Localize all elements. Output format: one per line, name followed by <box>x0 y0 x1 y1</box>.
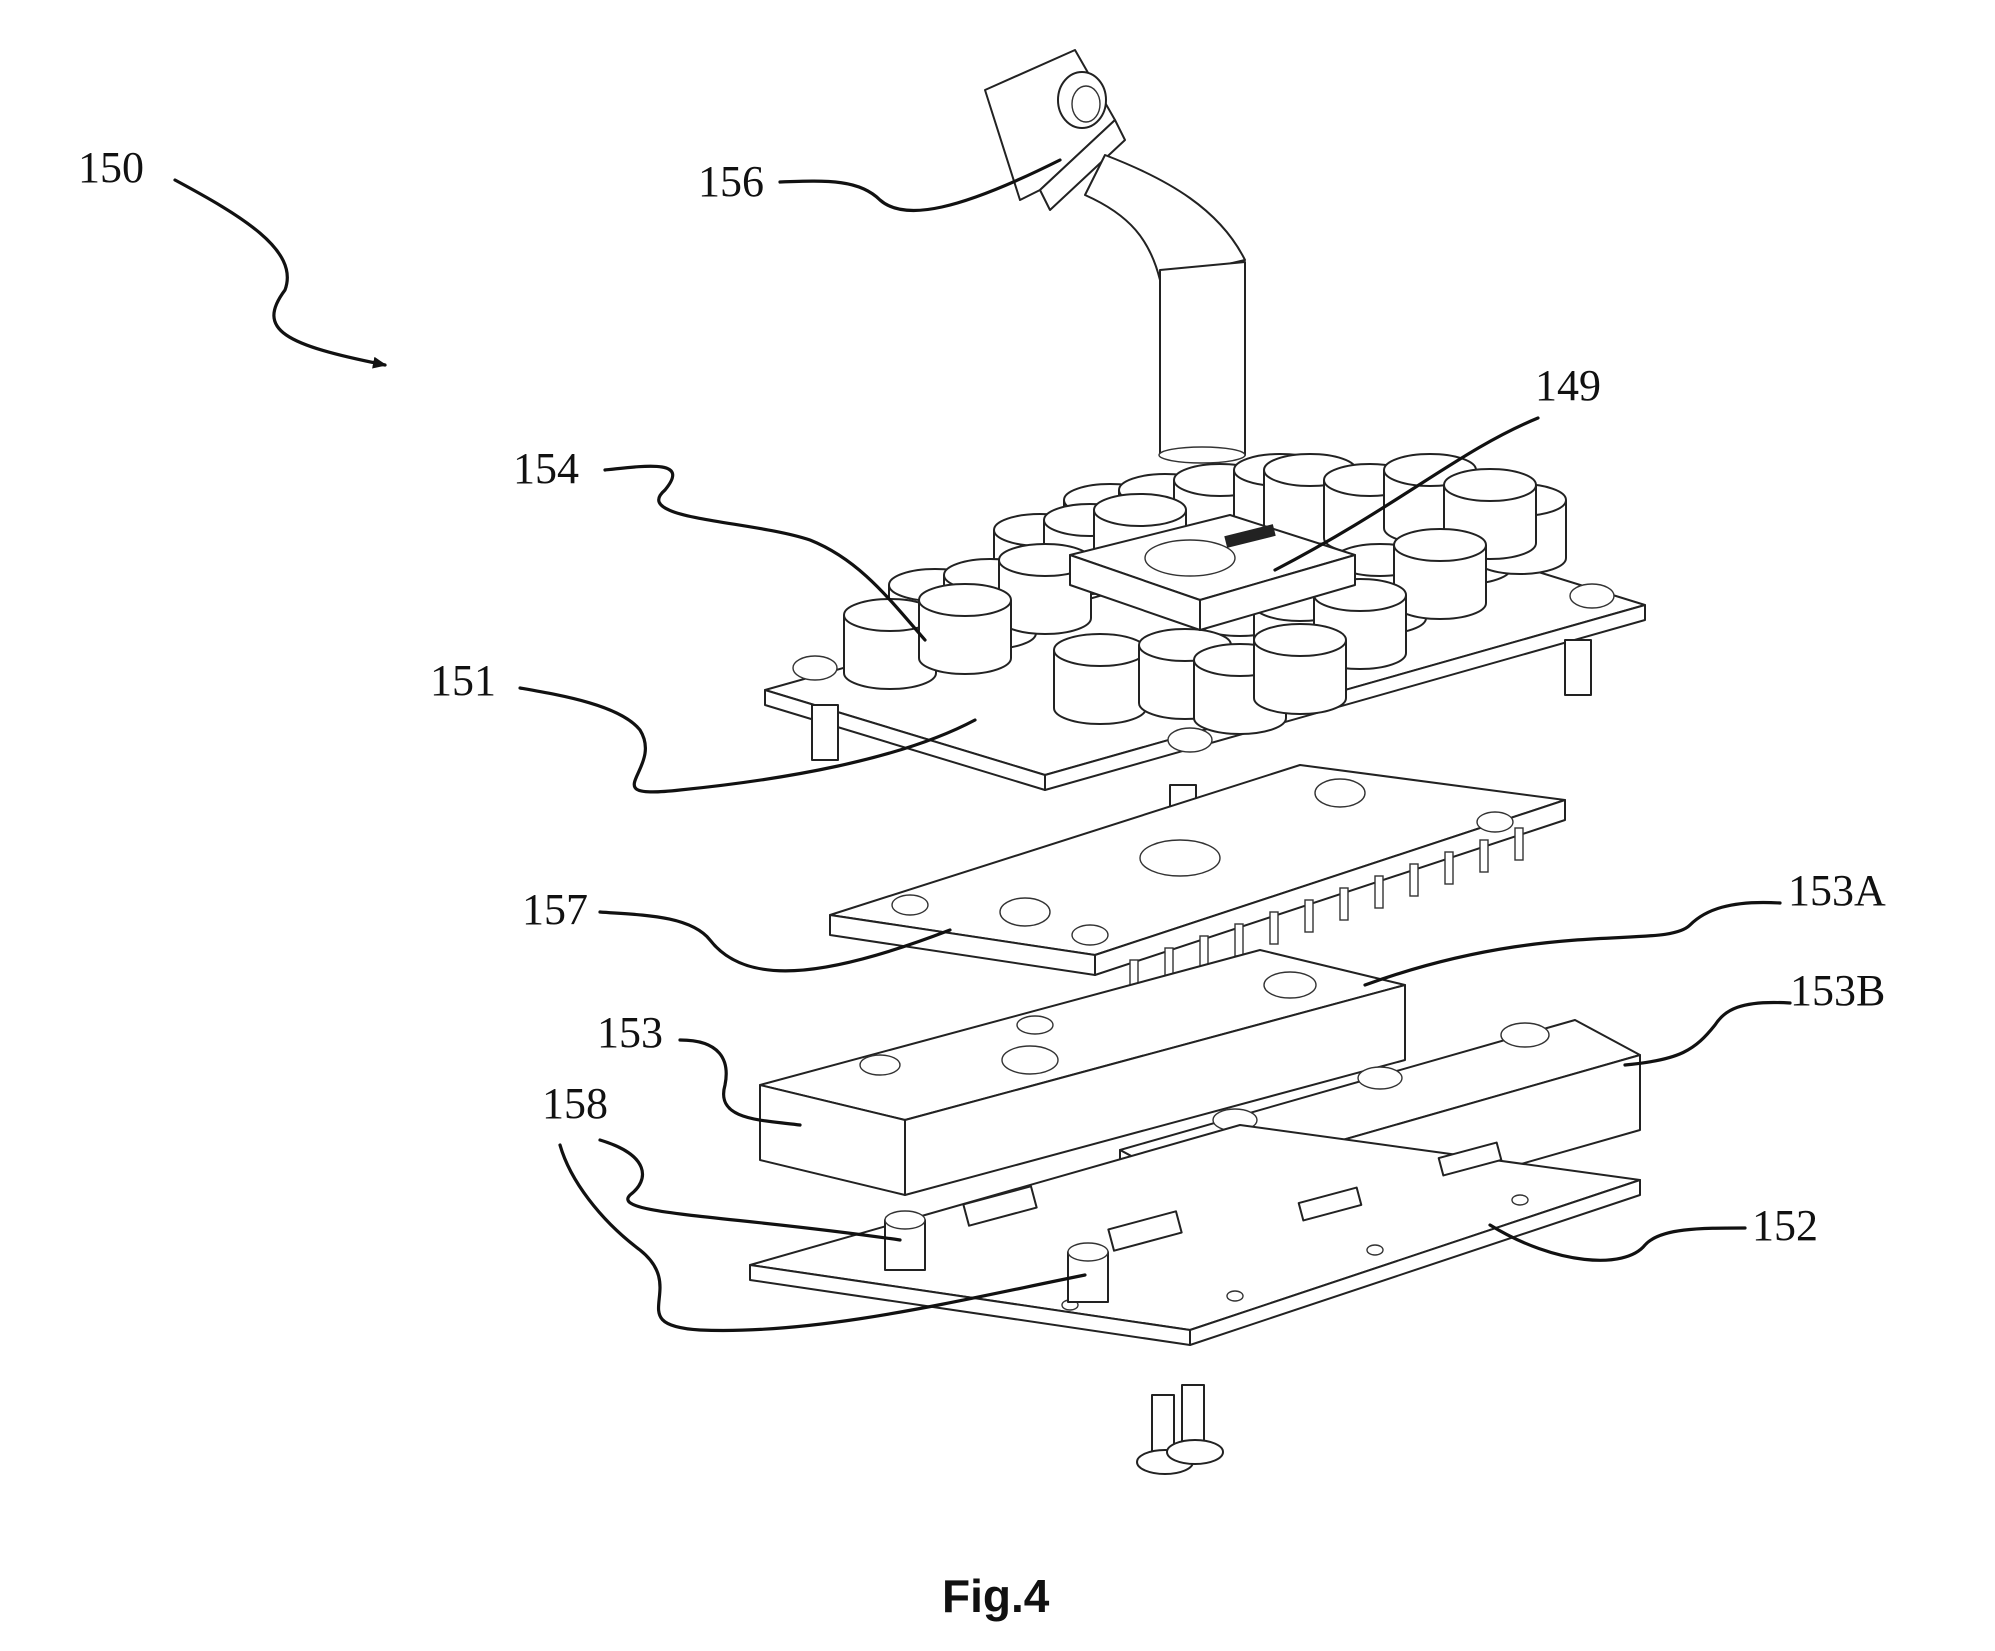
capacitor <box>1253 640 1347 715</box>
label-149: 149 <box>1535 361 1601 410</box>
connector-pin <box>1234 923 1244 957</box>
heat-block-153a <box>759 949 1406 1196</box>
label-151: 151 <box>430 656 496 705</box>
label-153b: 153B <box>1790 966 1885 1015</box>
label-150: 150 <box>78 143 144 192</box>
leader-150 <box>173 178 387 369</box>
leader-158a <box>598 1138 902 1242</box>
connector-pin <box>1514 827 1524 861</box>
label-152: 152 <box>1752 1201 1818 1250</box>
connector-pin <box>1479 839 1489 873</box>
capacitor-top <box>1253 623 1347 657</box>
label-153a: 153A <box>1788 866 1886 915</box>
chip-module-149 <box>1069 514 1356 631</box>
connector-pin <box>1199 935 1209 969</box>
leader-158b <box>558 1143 1087 1333</box>
connector-pin <box>1444 851 1454 885</box>
leader-153a <box>1363 900 1782 987</box>
lower-board-152 <box>749 1124 1641 1346</box>
leader-156 <box>778 158 1062 213</box>
leader-153 <box>678 1038 802 1127</box>
leader-154 <box>603 464 927 642</box>
leader-157 <box>598 910 952 973</box>
label-157: 157 <box>522 885 588 934</box>
figure-caption: Fig.4 <box>942 1570 1050 1622</box>
label-154: 154 <box>513 444 579 493</box>
capacitor <box>918 600 1012 675</box>
leader-152 <box>1488 1223 1747 1262</box>
capacitor-top <box>1443 468 1537 502</box>
leader-153b <box>1623 1000 1792 1067</box>
connector-pin <box>1304 899 1314 933</box>
capacitor-top <box>1393 528 1487 562</box>
capacitor <box>843 615 937 690</box>
label-158: 158 <box>542 1079 608 1128</box>
capacitor <box>1053 650 1147 725</box>
leader-149 <box>1273 416 1540 572</box>
connector-pin <box>1409 863 1419 897</box>
leader-151 <box>518 686 977 794</box>
connector-pin <box>1374 875 1384 909</box>
label-156: 156 <box>698 157 764 206</box>
connector-pin <box>1269 911 1279 945</box>
capacitor-top <box>1093 493 1187 527</box>
screws <box>1136 1384 1224 1475</box>
capacitor-top <box>918 583 1012 617</box>
bent-connector-156 <box>984 49 1246 464</box>
connector-pin <box>1339 887 1349 921</box>
components-158 <box>884 1141 1503 1303</box>
middle-board-157 <box>829 764 1566 993</box>
capacitor-top <box>1053 633 1147 667</box>
label-153: 153 <box>597 1008 663 1057</box>
